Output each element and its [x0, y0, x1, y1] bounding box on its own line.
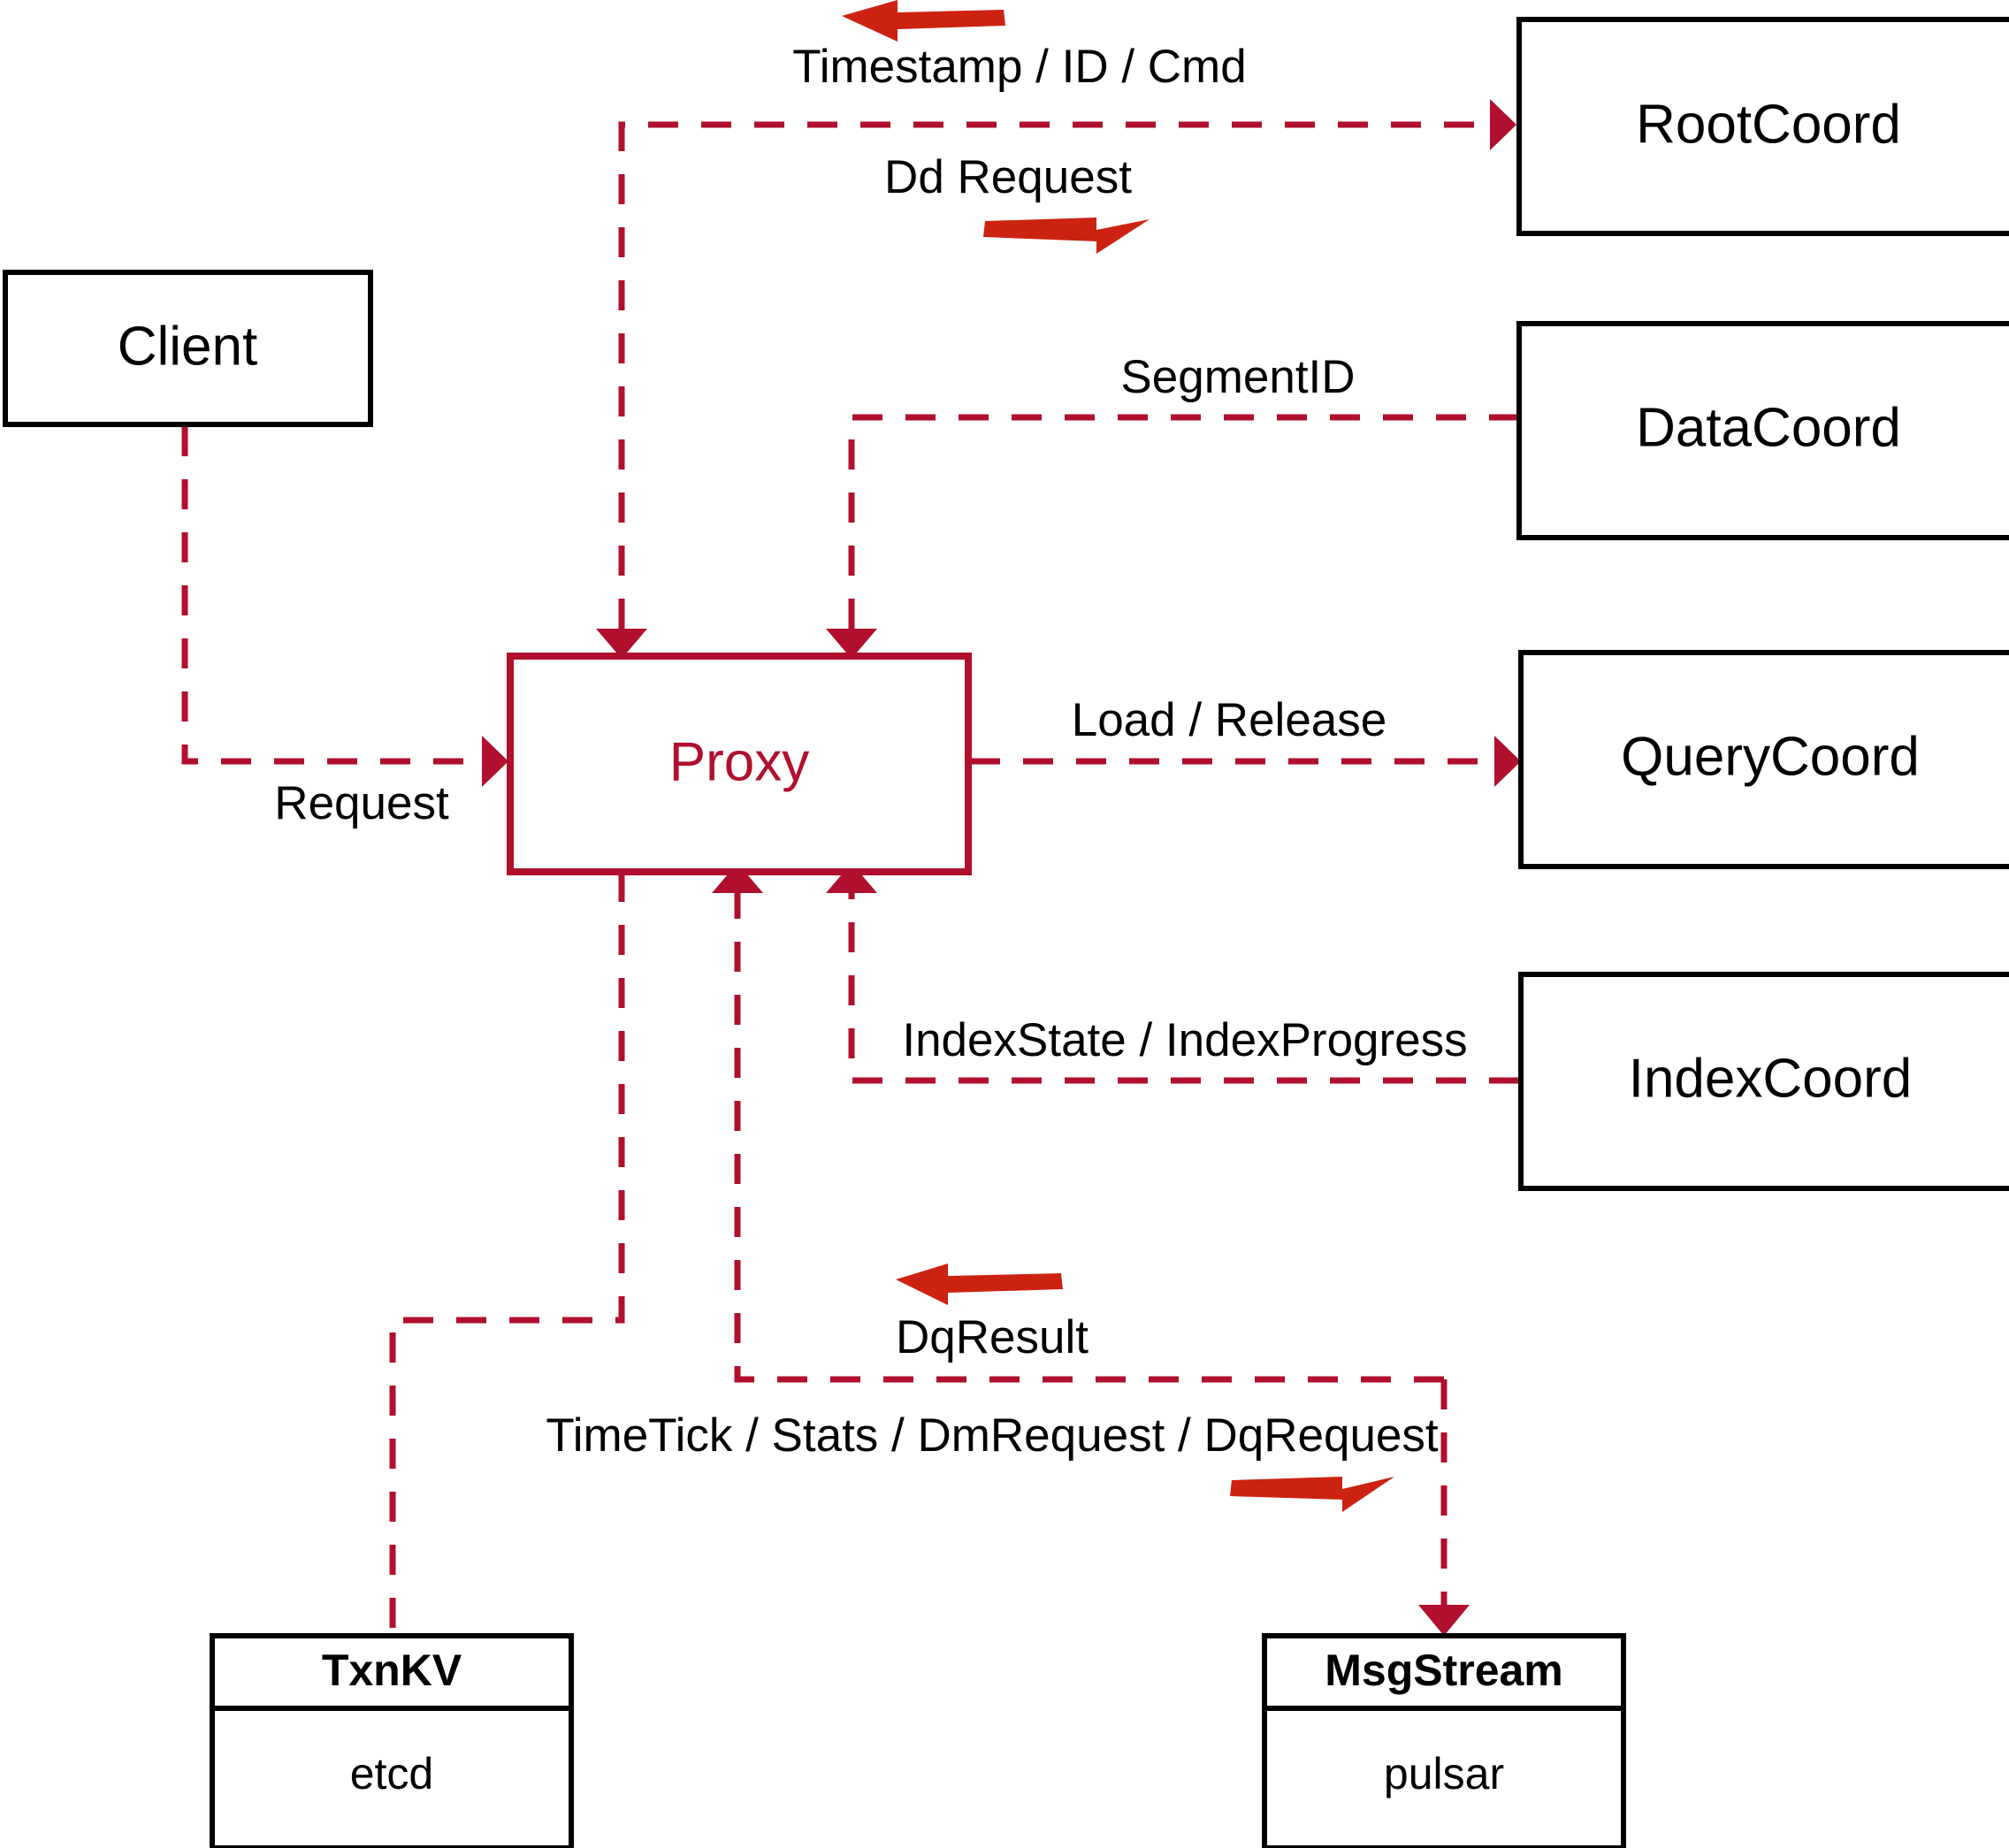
edge-proxy-txnkv-path — [389, 872, 625, 1636]
node-indexcoord-box[interactable] — [1518, 972, 2009, 1191]
edge-datacoord-proxy-arrowhead — [826, 629, 877, 659]
node-datacoord-box[interactable] — [1516, 321, 2009, 540]
edge-proxy-msgstream-arrowhead — [1418, 1605, 1470, 1636]
node-proxy-label: Proxy — [669, 731, 809, 792]
edge-label-timestamp-id-cmd: Timestamp / ID / Cmd — [792, 41, 1246, 93]
node-msgstream-box[interactable] — [1262, 1633, 1626, 1848]
edge-rootcoord-proxy-arrowhead-down — [596, 629, 647, 659]
edge-label-load-release: Load / Release — [1072, 694, 1387, 746]
node-txnkv-box[interactable] — [210, 1633, 574, 1848]
edge-rootcoord-proxy-path — [618, 121, 1490, 629]
edge-datacoord-proxy — [826, 414, 1519, 659]
edge-client-proxy-arrowhead — [482, 736, 508, 787]
edge-label-segmentid: SegmentID — [1120, 351, 1355, 403]
direction-arrow-dqresult — [896, 1264, 1063, 1305]
node-proxy[interactable]: Proxy — [507, 653, 972, 875]
edge-indexcoord-proxy — [826, 863, 1519, 1084]
edge-label-timetick-stats: TimeTick / Stats / DmRequest / DqRequest — [546, 1409, 1439, 1462]
edge-proxy-querycoord-arrowhead — [1494, 736, 1521, 787]
edge-indexcoord-proxy-path — [848, 893, 1519, 1084]
edge-proxy-querycoord — [970, 736, 1521, 787]
edge-label-dd-request: Dd Request — [884, 151, 1132, 203]
left-arrow-icon — [896, 1264, 1063, 1305]
node-txnkv-impl-label: etcd — [350, 1749, 434, 1798]
right-arrow-icon — [983, 218, 1150, 254]
node-datacoord[interactable]: DataCoord — [1516, 321, 2009, 540]
node-rootcoord-box[interactable] — [1516, 17, 2009, 236]
node-proxy-box[interactable] — [507, 653, 972, 875]
node-txnkv[interactable]: TxnKV etcd — [210, 1633, 574, 1848]
direction-arrow-dd-request — [983, 218, 1150, 254]
right-arrow-icon — [1230, 1477, 1394, 1512]
node-client-label: Client — [118, 316, 258, 377]
node-msgstream[interactable]: MsgStream pulsar — [1262, 1633, 1626, 1848]
node-indexcoord[interactable]: IndexCoord — [1518, 972, 2009, 1191]
edge-client-proxy — [181, 426, 508, 787]
edge-datacoord-proxy-path — [848, 414, 1519, 629]
edge-client-proxy-path — [181, 426, 482, 765]
edge-msgstream-proxy — [712, 863, 1444, 1383]
node-querycoord-box[interactable] — [1518, 650, 2009, 869]
edge-indexcoord-proxy-arrowhead — [826, 863, 877, 893]
node-client-box[interactable] — [3, 270, 373, 427]
edge-msgstream-proxy-arrowhead — [712, 863, 763, 893]
node-msgstream-label: MsgStream — [1325, 1646, 1563, 1695]
node-indexcoord-label: IndexCoord — [1629, 1048, 1913, 1109]
node-msgstream-impl-label: pulsar — [1384, 1749, 1504, 1798]
edge-rootcoord-proxy-arrowhead-right — [1490, 99, 1516, 150]
edge-label-indexstate-indexprogress: IndexState / IndexProgress — [902, 1014, 1467, 1066]
edge-label-request: Request — [274, 777, 449, 829]
node-rootcoord-label: RootCoord — [1636, 94, 1901, 155]
node-txnkv-label: TxnKV — [322, 1646, 462, 1695]
direction-arrow-timetick — [1230, 1477, 1394, 1512]
edge-msgstream-proxy-path — [734, 893, 1444, 1383]
direction-arrow-timestamp — [842, 0, 1005, 42]
node-client[interactable]: Client — [3, 270, 373, 427]
node-rootcoord[interactable]: RootCoord — [1516, 17, 2009, 236]
edge-label-dqresult: DqResult — [896, 1311, 1089, 1363]
node-querycoord-label: QueryCoord — [1621, 726, 1920, 787]
edge-rootcoord-proxy — [596, 99, 1516, 659]
node-datacoord-label: DataCoord — [1636, 397, 1901, 458]
node-querycoord[interactable]: QueryCoord — [1518, 650, 2009, 869]
left-arrow-icon — [842, 0, 1005, 42]
edge-proxy-msgstream — [1418, 1379, 1470, 1636]
edge-proxy-txnkv — [389, 872, 625, 1636]
